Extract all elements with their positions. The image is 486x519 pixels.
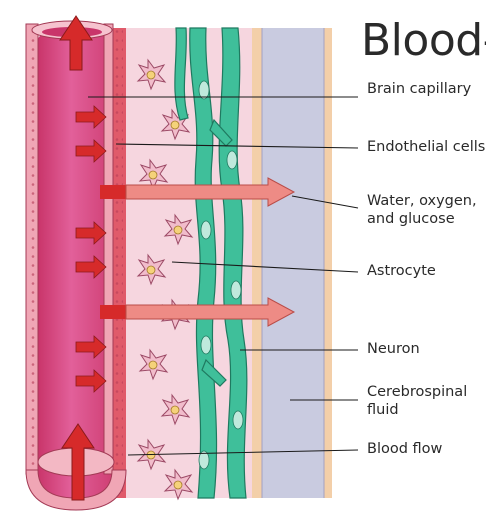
label-water-oxygen-line2: and glucose <box>367 210 455 229</box>
outer-membrane <box>324 28 332 498</box>
label-brain-capillary: Brain capillary <box>367 80 471 99</box>
label-blood-flow: Blood flow <box>367 440 442 459</box>
label-csf-line1: Cerebrospinal <box>367 383 467 402</box>
label-neuron: Neuron <box>367 340 420 359</box>
label-endothelial-cells: Endothelial cells <box>367 138 485 157</box>
csf-region <box>262 28 324 498</box>
label-water-oxygen-line1: Water, oxygen, <box>367 192 477 211</box>
capillary-wall-right <box>104 24 113 474</box>
pia-membrane <box>252 28 262 498</box>
label-astrocyte: Astrocyte <box>367 262 436 281</box>
label-csf-line2: fluid <box>367 401 399 420</box>
diagram-title: Blood- <box>361 16 486 66</box>
